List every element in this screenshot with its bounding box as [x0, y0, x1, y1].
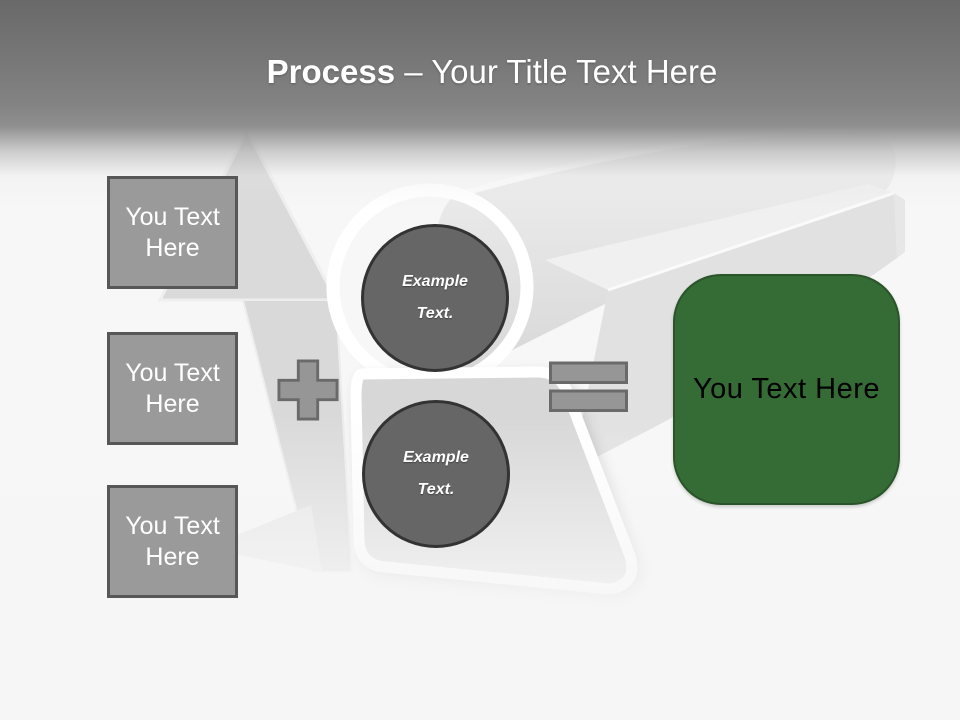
result-box: You Text Here: [673, 274, 900, 505]
example-circle-label: Example Text.: [402, 273, 468, 322]
plus-icon: [277, 359, 339, 421]
example-circle-2: Example Text.: [362, 400, 510, 548]
text-placeholder-label: You Text Here: [125, 202, 220, 262]
example-circle-1: Example Text.: [361, 224, 509, 372]
watermark-slab-top: [545, 184, 894, 290]
example-circle-label: Example Text.: [403, 449, 469, 498]
text-placeholder-box-2: You Text Here: [107, 332, 238, 445]
slide-title-rest: – Your Title Text Here: [395, 53, 718, 90]
slide-title-emphasis: Process: [266, 53, 396, 90]
title-band: [0, 0, 960, 210]
text-placeholder-box-1: You Text Here: [107, 176, 238, 289]
text-placeholder-label: You Text Here: [125, 511, 220, 571]
text-placeholder-label: You Text Here: [125, 358, 220, 418]
result-box-label: You Text Here: [692, 373, 881, 405]
slide-title: Process – Your Title Text Here: [12, 52, 960, 92]
text-placeholder-box-3: You Text Here: [107, 485, 238, 598]
equals-icon: [549, 361, 628, 412]
